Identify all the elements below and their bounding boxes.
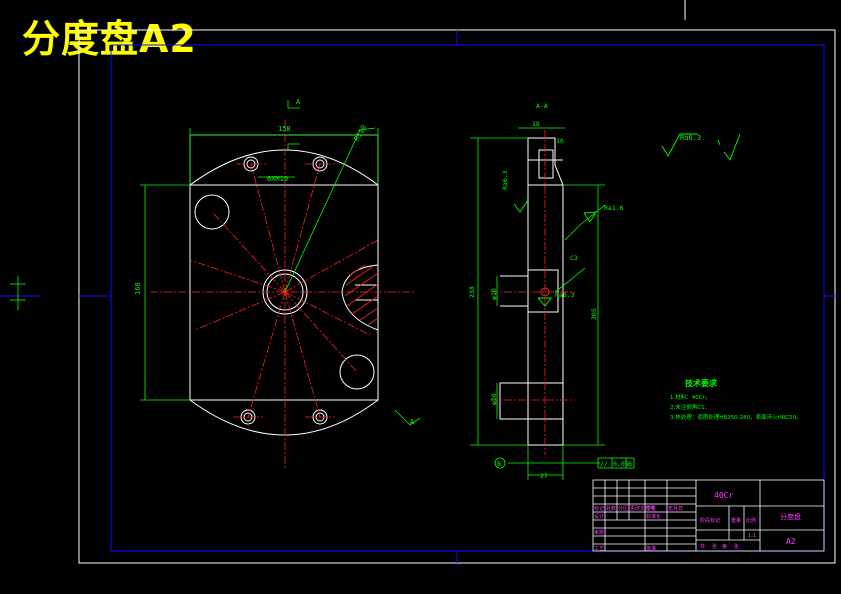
svg-text:设计: 设计 <box>594 513 604 520</box>
side-view <box>499 137 564 446</box>
svg-text:R110: R110 <box>353 124 368 143</box>
svg-text:238: 238 <box>468 286 476 298</box>
svg-text:φ20: φ20 <box>490 393 498 405</box>
title-block-text: 标记 处数 分区 更改文件号 签名 年月日 设计 标准化 阶段标记 重量 比例 … <box>594 505 756 552</box>
svg-text:阶段标记: 阶段标记 <box>700 517 720 524</box>
svg-text:Ra6.3: Ra6.3 <box>501 170 509 190</box>
side-dim-text: A-A 18 10 238 205 φ10 φ20 27 C3 B // 0.0… <box>468 102 632 480</box>
sheet-frame <box>78 29 836 564</box>
pin-hole-left <box>194 194 230 230</box>
svg-text:工艺: 工艺 <box>594 546 604 552</box>
part-name-label: 分度盘 <box>780 512 801 521</box>
svg-text:A: A <box>296 98 301 106</box>
svg-text:重量: 重量 <box>731 517 741 524</box>
svg-text:张: 张 <box>712 543 717 550</box>
svg-text:168: 168 <box>134 282 142 295</box>
svg-text:签名: 签名 <box>646 505 656 512</box>
svg-text:1:1: 1:1 <box>748 533 756 539</box>
roughness-symbols <box>513 133 741 307</box>
side-centerlines <box>490 130 575 455</box>
inner-border <box>110 44 825 552</box>
svg-text:A-A: A-A <box>536 102 548 110</box>
sheet-size-label: A2 <box>786 537 796 546</box>
slot-hatch <box>344 264 379 326</box>
svg-text:审核: 审核 <box>594 529 604 536</box>
tech-notes-heading: 技术要求 <box>685 378 718 388</box>
side-bore-section <box>527 269 559 313</box>
default-roughness: Ra6.3 <box>680 134 701 142</box>
left-datum-marker <box>10 276 26 310</box>
svg-text:C3: C3 <box>570 254 578 262</box>
side-bolt-section <box>499 382 564 420</box>
front-centerlines <box>150 120 415 470</box>
title-block <box>592 479 825 552</box>
svg-text:Ra1.6: Ra1.6 <box>604 204 624 212</box>
svg-text:张: 张 <box>734 543 739 550</box>
svg-text:比例: 比例 <box>746 517 756 524</box>
side-dimensions <box>470 127 635 480</box>
tech-notes: 技术要求 1.材料：40Cr。 2.未注倒角C1。 3.热处理：调质处理HB25… <box>670 378 802 421</box>
svg-text:更改文件号: 更改文件号 <box>630 505 655 512</box>
material-label: 40Cr <box>714 491 733 500</box>
svg-text:批准: 批准 <box>646 545 656 552</box>
svg-text:处数: 处数 <box>606 505 616 512</box>
svg-text:第: 第 <box>722 543 727 550</box>
slot-cutout <box>341 264 379 331</box>
side-bore-center <box>540 287 550 297</box>
svg-text:18: 18 <box>532 120 540 128</box>
svg-text:A: A <box>410 418 415 426</box>
svg-text:φ10: φ10 <box>490 288 498 300</box>
svg-text:Ra6.3: Ra6.3 <box>555 291 575 299</box>
front-dimensions <box>140 100 421 426</box>
svg-text://: // <box>600 460 608 468</box>
tech-note-line: 1.材料：40Cr。 <box>670 393 710 401</box>
svg-text:分区: 分区 <box>618 505 628 512</box>
svg-text:205: 205 <box>590 308 598 320</box>
svg-text:标准化: 标准化 <box>646 513 661 520</box>
tech-note-line: 2.未注倒角C1。 <box>670 403 710 411</box>
svg-text:158: 158 <box>278 125 291 133</box>
svg-text:共: 共 <box>700 543 705 550</box>
tech-note-line: 3.热处理：调质处理HB250-280，表面淬火HRC50。 <box>670 413 802 421</box>
pin-hole-right <box>339 354 375 390</box>
svg-text:B: B <box>628 460 632 468</box>
svg-text:B: B <box>497 460 501 468</box>
svg-text:0.05: 0.05 <box>613 460 629 468</box>
drawing-title: 分度盘A2 <box>22 17 197 61</box>
svg-text:标记: 标记 <box>594 505 604 512</box>
svg-text:6XM10: 6XM10 <box>267 175 288 183</box>
svg-text:年月日: 年月日 <box>668 505 683 512</box>
svg-text:27: 27 <box>540 472 548 480</box>
svg-text:10: 10 <box>556 137 564 145</box>
